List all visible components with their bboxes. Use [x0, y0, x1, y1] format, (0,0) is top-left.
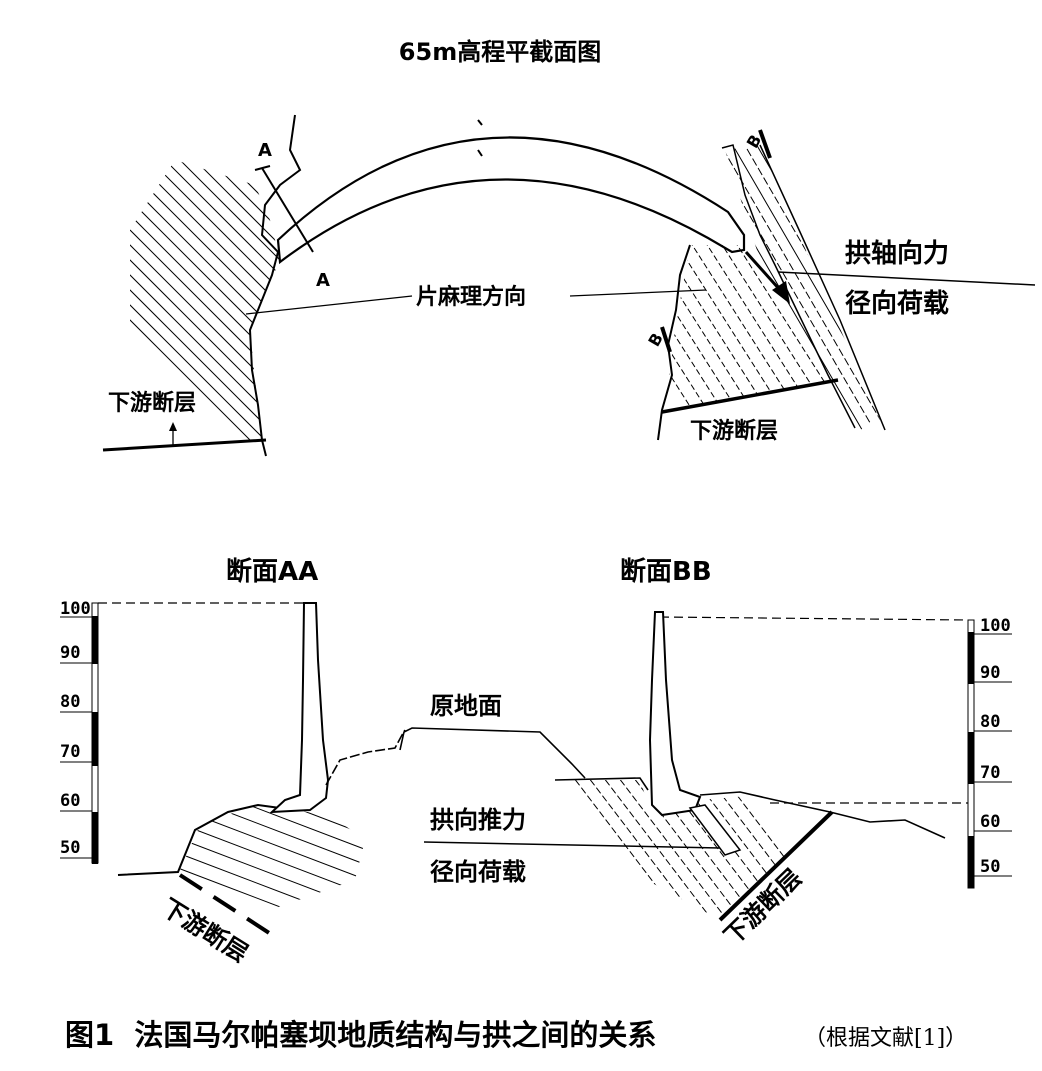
original-ground-label: 原地面 [430, 692, 502, 720]
left-scale-tick-50: 50 [60, 838, 80, 858]
section-a-label-top: A [258, 140, 272, 161]
right-fault-label-plan: 下游断层 [690, 418, 778, 444]
right-scale-tick-90: 90 [980, 663, 1000, 683]
section-aa-title: 断面AA [226, 556, 318, 587]
aa-dam-section [269, 602, 330, 814]
foliation-leader-right [569, 289, 707, 297]
right-scale-tick-80: 80 [980, 712, 1000, 732]
aa-fault-line [178, 873, 282, 942]
section-bb-markers: B B [644, 129, 772, 353]
left-abutment-hatching [130, 160, 280, 440]
left-scale-bar: 100 90 80 70 60 50 [60, 599, 99, 864]
bb-dam-section [648, 611, 702, 817]
bb-foundation-wedge [688, 804, 742, 856]
left-scale-tick-90: 90 [60, 643, 80, 663]
bb-fault-line [718, 810, 834, 922]
section-a-label-bottom: A [316, 270, 330, 291]
section-aa-cutline: A A [254, 140, 330, 291]
left-scale-tick-100: 100 [60, 599, 91, 619]
plan-title: 65m高程平截面图 [399, 38, 601, 66]
left-fault-line-plan [102, 438, 267, 452]
thrust-divider-line [423, 841, 721, 849]
left-fault-label-plan: 下游断层 [108, 390, 196, 416]
left-scale-tick-80: 80 [60, 692, 80, 712]
radial-load-arrow [744, 250, 790, 304]
bb-ground-surface [554, 777, 649, 791]
right-scale-tick-60: 60 [980, 812, 1000, 832]
section-bb-title: 断面BB [620, 556, 712, 587]
arch-dam-plan [276, 136, 746, 265]
original-ground-surface [399, 727, 586, 779]
arch-crest-tick [477, 119, 483, 126]
caption-main: 图1 法国马尔帕塞坝地质结构与拱之间的关系 [65, 1018, 656, 1052]
bb-crest-dashed-line [659, 616, 969, 621]
left-scale-tick-60: 60 [60, 791, 80, 811]
arch-thrust-label: 拱向推力 [430, 806, 526, 834]
left-rock-boundary [248, 114, 302, 457]
arch-face-tick [477, 149, 483, 157]
aa-fault-label: 下游断层 [157, 893, 253, 968]
arch-axial-force-label: 拱轴向力 [845, 238, 949, 269]
aa-rock-outline [117, 803, 281, 876]
right-abutment-strip-hatching [725, 145, 880, 430]
force-leader-line [777, 271, 1036, 286]
right-scale-tick-70: 70 [980, 763, 1000, 783]
right-scale-tick-100: 100 [980, 616, 1011, 636]
aa-ground-right [325, 729, 406, 786]
right-outer-boundary [759, 144, 886, 431]
foliation-label: 片麻理方向 [416, 284, 526, 310]
right-strip-boundary [721, 144, 856, 429]
caption-source: （根据文献[1]） [804, 1026, 967, 1051]
radial-load-label-section: 径向荷载 [430, 858, 526, 886]
left-scale-tick-70: 70 [60, 742, 80, 762]
right-fault-line-plan [661, 378, 839, 414]
right-scale-tick-50: 50 [980, 857, 1000, 877]
foliation-leader-left [245, 295, 413, 315]
radial-load-label-plan: 径向荷载 [845, 288, 949, 319]
right-scale-bar: 100 90 80 70 60 50 [967, 616, 1012, 889]
